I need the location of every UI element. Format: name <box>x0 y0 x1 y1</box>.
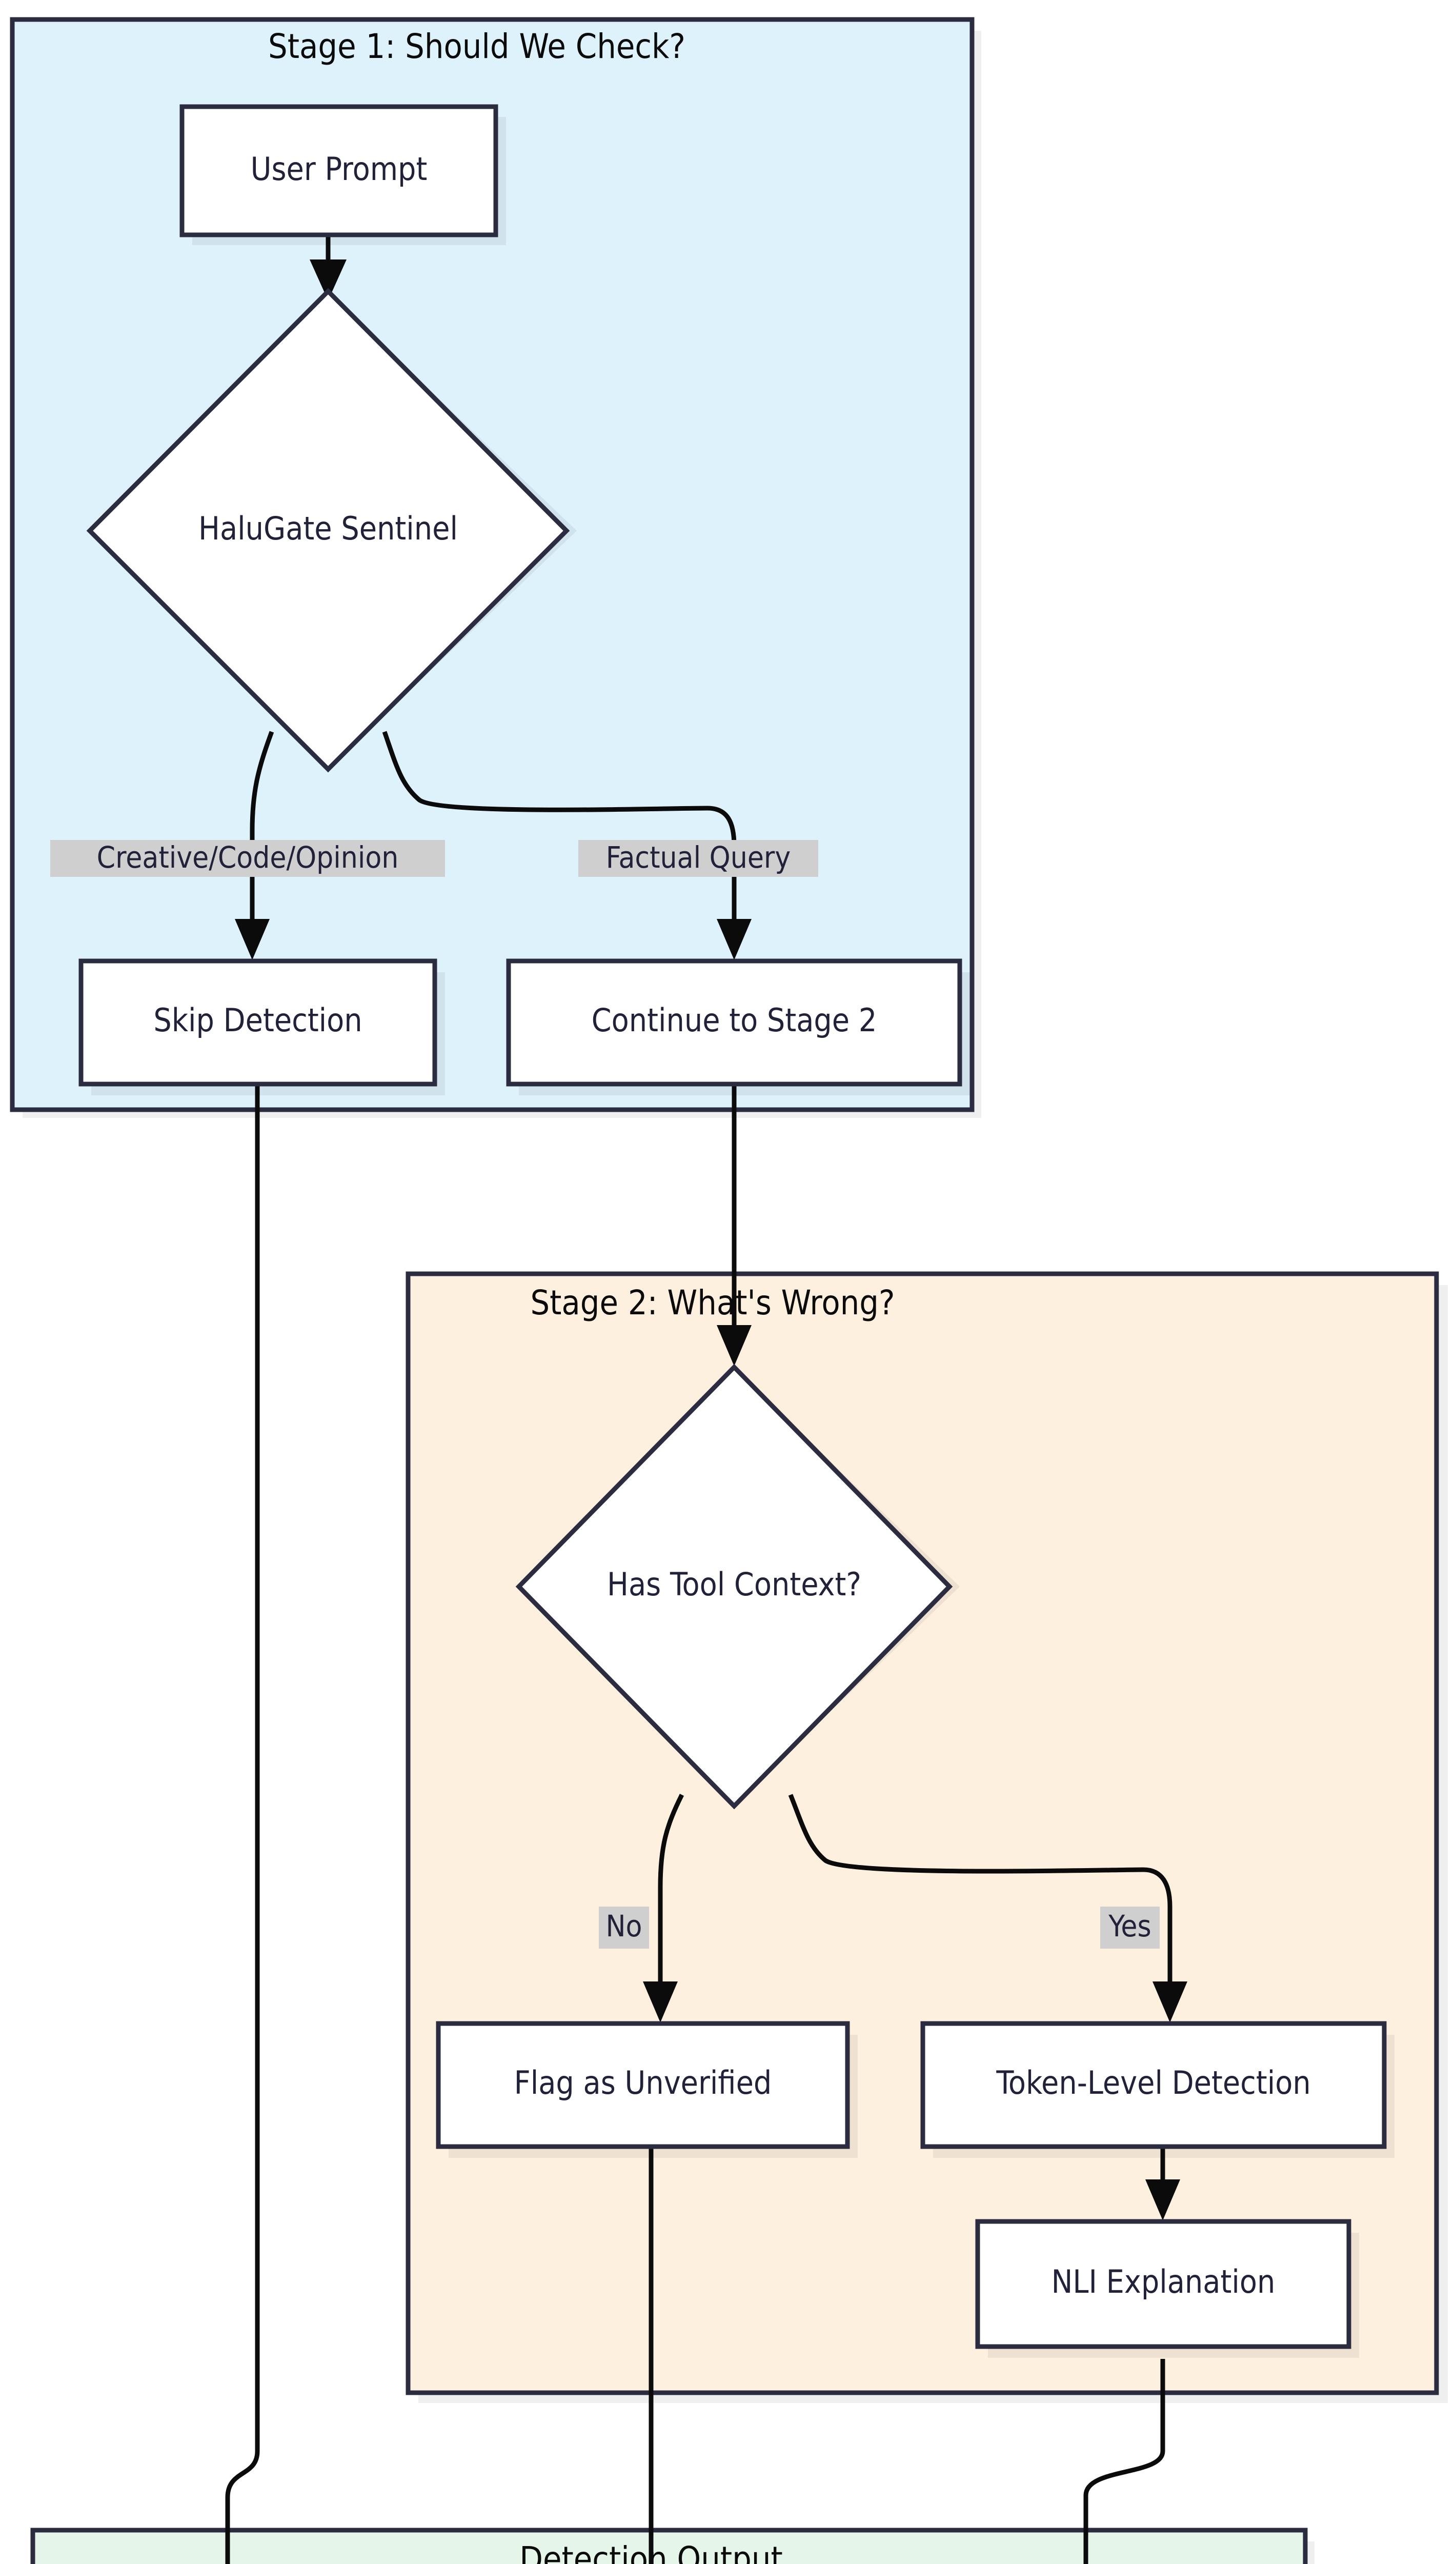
edge-arrowhead-halugate <box>310 259 347 301</box>
edge-arrowhead-token <box>1152 1981 1187 2022</box>
node-token-label: Token-Level Detection <box>996 2064 1310 2101</box>
edge-has-tool-to-token <box>788 1794 1172 1990</box>
node-halugate-diamond[interactable] <box>86 288 570 773</box>
edge-label-creative-code-opinion: Creative/Code/Opinion <box>50 840 445 877</box>
node-halugate-sentinel[interactable]: HaluGate Sentinel <box>86 288 577 773</box>
edge-skip-to-pass <box>225 1083 260 2564</box>
edge-label-yes: Yes <box>1100 1907 1160 1949</box>
edge-has-tool-to-flag <box>658 1793 684 1990</box>
node-skip-label: Skip Detection <box>153 1001 362 1039</box>
node-continue-rect[interactable] <box>506 958 962 1087</box>
node-nli-explanation[interactable]: NLI Explanation <box>975 2219 1359 2358</box>
edge-label-factual-bg <box>578 840 818 877</box>
node-nli-rect[interactable] <box>975 2219 1351 2349</box>
edge-arrowhead-continue <box>717 919 752 960</box>
node-skip-rect[interactable] <box>78 958 437 1087</box>
node-continue-to-stage-2[interactable]: Continue to Stage 2 <box>506 958 970 1095</box>
node-skip-detection[interactable]: Skip Detection <box>78 958 445 1095</box>
edge-layer <box>225 234 1187 2564</box>
node-token-level-detection[interactable]: Token-Level Detection <box>920 2021 1394 2158</box>
cluster-stage2-label: Stage 2: What's Wrong? <box>530 1283 895 1323</box>
node-user-prompt-label: User Prompt <box>251 150 428 188</box>
edge-arrowhead-skip <box>235 919 270 960</box>
node-halugate-label: HaluGate Sentinel <box>198 510 458 547</box>
node-flag-label: Flag as Unverified <box>514 2064 772 2101</box>
edge-label-no-text: No <box>606 1909 642 1944</box>
edge-label-no: No <box>599 1907 649 1949</box>
edge-label-creative-text: Creative/Code/Opinion <box>97 840 399 875</box>
node-has-tool-context[interactable]: Has Tool Context? <box>515 1364 960 1810</box>
edge-label-factual-query: Factual Query <box>578 840 818 877</box>
node-user-prompt-rect[interactable] <box>179 104 498 237</box>
edge-label-yes-text: Yes <box>1108 1909 1151 1944</box>
node-has-tool-diamond[interactable] <box>515 1364 953 1810</box>
node-continue-label: Continue to Stage 2 <box>592 1001 877 1039</box>
edge-arrowhead-has-tool <box>717 1325 752 1366</box>
cluster-output-rect <box>30 2528 1308 2564</box>
cluster-stage2-rect <box>406 1271 1439 2395</box>
edge-arrowhead-nli <box>1145 2179 1180 2220</box>
edge-nli-to-report <box>1083 2359 1165 2564</box>
edge-arrowhead-flag <box>643 1981 678 2022</box>
cluster-output: Detection Output <box>30 2528 1315 2564</box>
edge-halugate-to-skip <box>250 731 274 928</box>
node-flag-rect[interactable] <box>436 2021 850 2149</box>
edge-halugate-to-continue <box>382 731 737 928</box>
edge-label-creative-bg <box>50 840 445 877</box>
cluster-stage1-label: Stage 1: Should We Check? <box>268 27 685 66</box>
node-user-prompt[interactable]: User Prompt <box>179 104 506 245</box>
node-token-rect[interactable] <box>920 2021 1387 2149</box>
cluster-stage2: Stage 2: What's Wrong? <box>406 1271 1448 2403</box>
edge-label-factual-text: Factual Query <box>606 840 791 875</box>
node-has-tool-label: Has Tool Context? <box>607 1566 861 1603</box>
node-flag-as-unverified[interactable]: Flag as Unverified <box>436 2021 858 2158</box>
edge-label-yes-bg <box>1100 1907 1160 1949</box>
node-nli-label: NLI Explanation <box>1051 2263 1276 2300</box>
edge-label-no-bg <box>599 1907 649 1949</box>
